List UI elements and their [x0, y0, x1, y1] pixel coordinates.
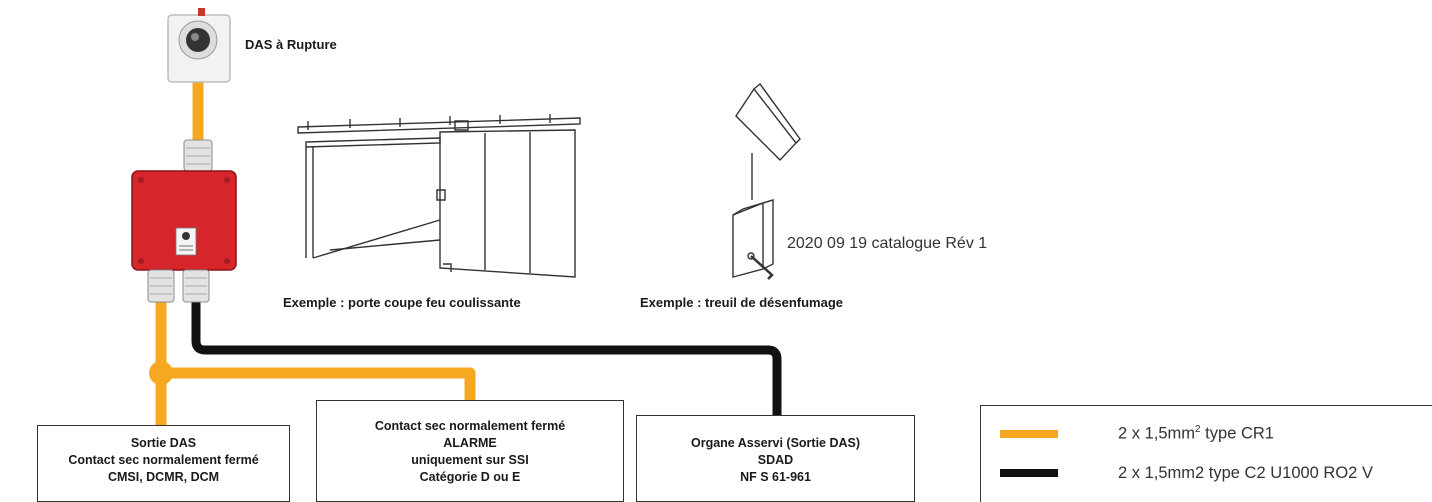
box-organe-line-1: Organe Asservi (Sortie DAS)	[690, 436, 861, 450]
box-alarme-line-1: Contact sec normalement fermé	[374, 419, 566, 433]
box-organe-line-2: SDAD	[757, 453, 794, 467]
legend-black-text: 2 x 1,5mm2 type C2 U1000 RO2 V	[1118, 463, 1373, 482]
legend: 2 x 1,5mm2 type CR1 2 x 1,5mm2 type C2 U…	[980, 405, 1432, 502]
das-rupture-device-icon	[167, 8, 231, 83]
black-cable-swatch	[1000, 469, 1058, 477]
box-sortie-line-2: Contact sec normalement fermé	[68, 453, 259, 467]
catalogue-caption: 2020 09 19 catalogue Rév 1	[787, 235, 988, 252]
box-organe-line-3: NF S 61-961	[740, 470, 811, 484]
das-label: DAS à Rupture	[245, 37, 337, 52]
cable-junction-dot	[149, 361, 173, 385]
box-organe-asservi: Organe Asservi (Sortie DAS) SDAD NF S 61…	[636, 415, 915, 502]
legend-row-orange: 2 x 1,5mm2 type CR1	[981, 422, 1274, 446]
box-alarme-line-2: ALARME	[443, 436, 497, 450]
cable-gland-bottom	[147, 269, 210, 303]
example-winch-caption: Exemple : treuil de désenfumage	[640, 295, 844, 310]
sliding-fire-door-icon	[297, 114, 581, 278]
smoke-winch-icon	[732, 82, 801, 280]
junction-box-icon	[131, 170, 237, 271]
box-sortie-das: Sortie DAS Contact sec normalement fermé…	[37, 425, 290, 502]
legend-orange-text: 2 x 1,5mm2 type CR1	[1118, 424, 1274, 443]
orange-cable-swatch	[1000, 430, 1058, 438]
cable-black-organe	[191, 300, 782, 415]
example-door-caption: Exemple : porte coupe feu coulissante	[283, 295, 521, 310]
box-alarme-line-3: uniquement sur SSI	[411, 453, 529, 467]
cable-gland-top	[183, 139, 213, 172]
box-sortie-line-1: Sortie DAS	[130, 436, 197, 450]
box-alarme-line-4: Catégorie D ou E	[419, 470, 521, 484]
box-alarme: Contact sec normalement fermé ALARME uni…	[316, 400, 624, 502]
box-sortie-line-3: CMSI, DCMR, DCM	[107, 470, 220, 484]
legend-row-black: 2 x 1,5mm2 type C2 U1000 RO2 V	[981, 461, 1373, 485]
